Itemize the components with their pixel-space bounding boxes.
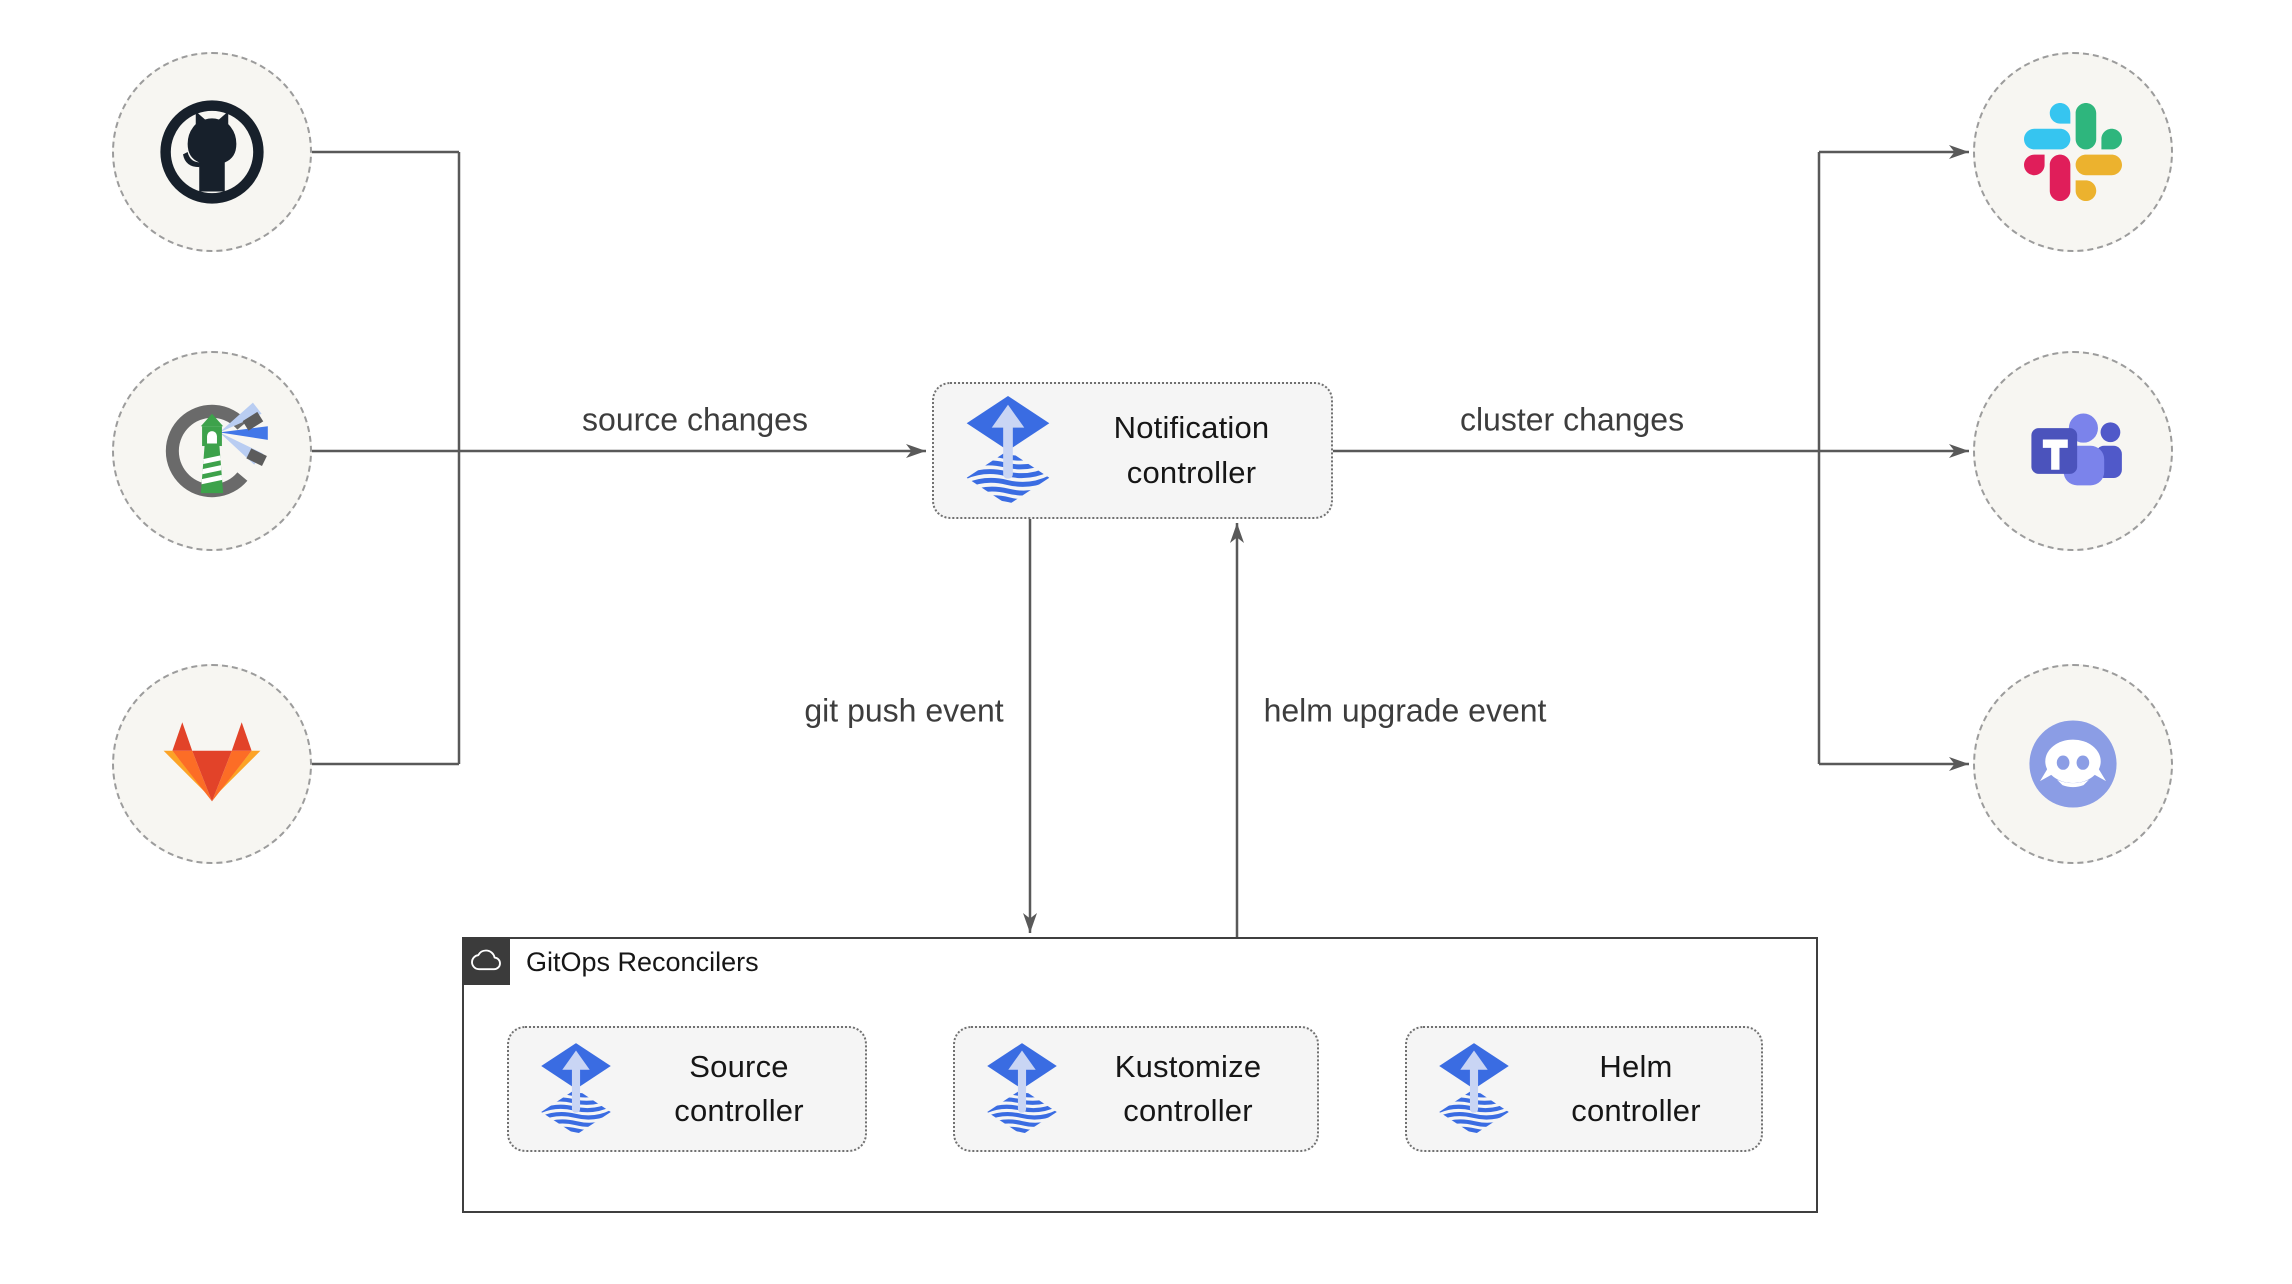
kustomize-controller-node: Kustomize controller <box>953 1026 1319 1152</box>
github-icon <box>160 100 264 204</box>
slack-icon <box>2024 103 2122 201</box>
flux-icon <box>539 1043 613 1135</box>
flux-icon <box>964 396 1052 505</box>
gitlab-icon <box>163 722 261 802</box>
source-node-github <box>112 52 312 252</box>
edge-label-source-changes: source changes <box>576 401 814 439</box>
helm-controller-node: Helm controller <box>1405 1026 1763 1152</box>
edge-label-helm-upgrade-event: helm upgrade event <box>1257 692 1553 730</box>
node-label: Source controller <box>674 1048 804 1128</box>
source-node-gitlab <box>112 664 312 864</box>
provider-node-discord <box>1973 664 2173 864</box>
harbor-icon <box>165 402 268 498</box>
provider-node-teams <box>1973 351 2173 551</box>
edge-label-cluster-changes: cluster changes <box>1453 401 1691 439</box>
teams-icon <box>2031 413 2122 486</box>
node-label: Kustomize controller <box>1114 1048 1262 1128</box>
node-label: Notification controller <box>1113 410 1270 490</box>
notification-controller-node: Notification controller <box>932 382 1333 519</box>
flux-icon <box>1437 1043 1511 1135</box>
flux-icon <box>985 1043 1059 1135</box>
group-title: GitOps Reconcilers <box>526 947 759 977</box>
source-controller-node: Source controller <box>507 1026 867 1152</box>
source-node-harbor <box>112 351 312 551</box>
node-label: Helm controller <box>1571 1048 1701 1128</box>
cloud-icon <box>471 949 501 971</box>
edge-label-git-push-event: git push event <box>798 692 1010 730</box>
provider-node-slack <box>1973 52 2173 252</box>
discord-icon <box>2029 720 2117 808</box>
group-badge <box>462 937 510 985</box>
